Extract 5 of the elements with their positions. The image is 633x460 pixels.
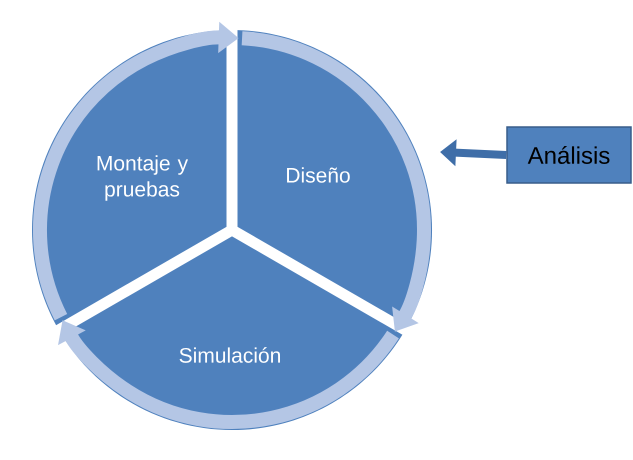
node-label: Montaje y pruebas	[98, 155, 188, 201]
process-box: Análisis	[506, 126, 632, 184]
node-label: Simulación	[180, 347, 280, 363]
node-label: Diseño	[287, 167, 350, 183]
pie-sector: Montaje y pruebas	[32, 30, 232, 330]
